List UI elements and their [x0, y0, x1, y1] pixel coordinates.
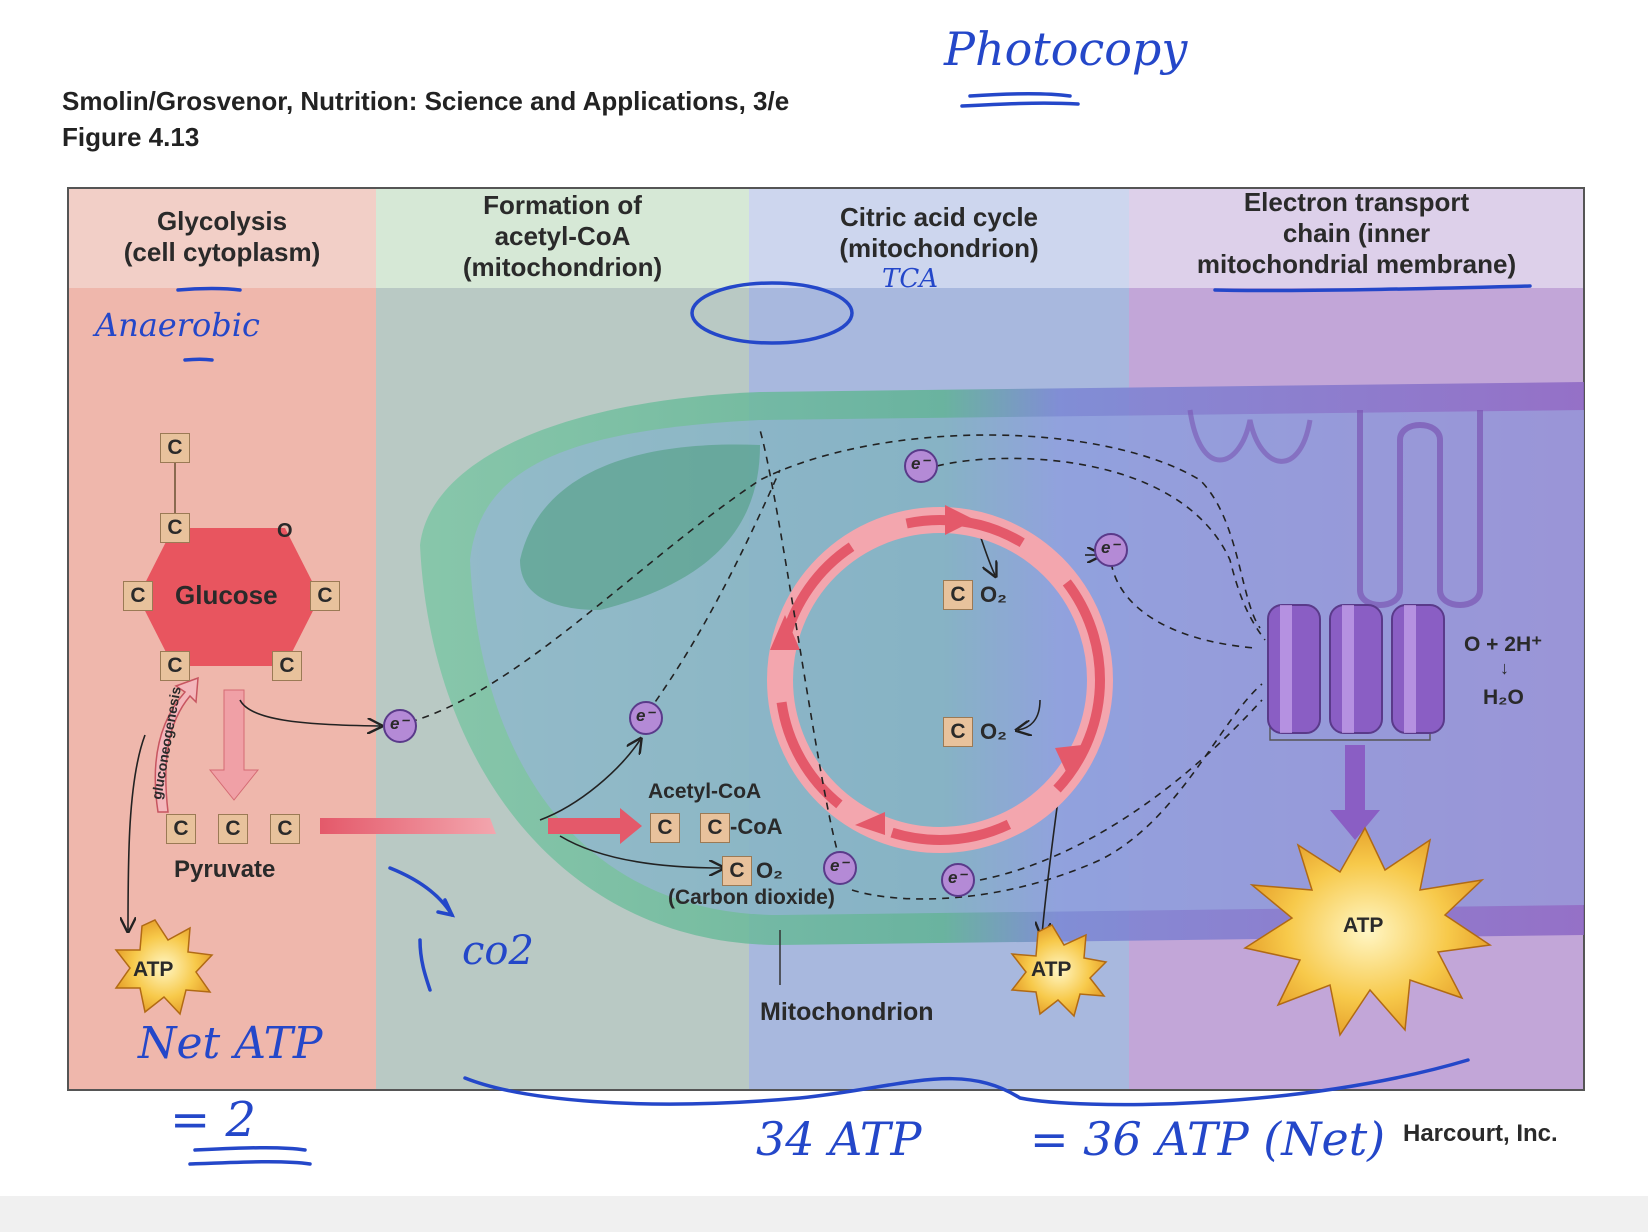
electrons [383, 449, 1128, 897]
atp-burst-etc [1243, 826, 1493, 1037]
carbon-box: C [700, 813, 730, 843]
carbon-box: C [943, 580, 973, 610]
pyruvate-to-acetyl-arrow [320, 818, 496, 834]
handwritten-anaerobic: Anaerobic [95, 306, 260, 344]
book-title: Smolin/Grosvenor, Nutrition: Science and… [62, 86, 790, 116]
etc-complexes [1267, 604, 1445, 734]
glucose-hexagon [138, 528, 320, 666]
etc-title: Electron transport chain (inner mitochon… [1196, 187, 1517, 279]
gluconeogenesis-arrow [154, 676, 199, 813]
carbon-box: C [123, 581, 153, 611]
glycolysis-panel-body [68, 288, 376, 1090]
ring-arrowhead-left [770, 615, 800, 650]
mitochondrion-cavity [520, 444, 760, 610]
handwritten-34-atp: 34 ATP [756, 1112, 922, 1166]
ring-arrowhead-top [945, 505, 975, 535]
atp-label: ATP [1343, 914, 1384, 937]
carbon-box: C [218, 814, 248, 844]
atp-label: ATP [133, 958, 174, 981]
oxygen-hydrogen-label: O + 2H⁺ [1464, 633, 1543, 656]
acetyl-coa-title: Formation of acetyl-CoA (mitochondrion) [462, 190, 663, 282]
figure-number: Figure 4.13 [62, 122, 200, 152]
coa-label: -CoA [730, 814, 783, 839]
carbon-box: C [166, 814, 196, 844]
mitochondrion-inner [470, 410, 1584, 915]
citric-acid-title: Citric acid cycle (mitochondrion) [839, 202, 1039, 263]
page-shadow [0, 1196, 1648, 1232]
etc-down-arrow [1330, 745, 1380, 840]
atp-burst-citric [1010, 924, 1108, 1018]
handwritten-equals-2: = 2 [170, 1092, 257, 1148]
o2-label: O₂ [756, 858, 783, 883]
glucose-label: Glucose [175, 580, 278, 610]
oxygen-label: O [277, 520, 293, 542]
carbon-box: C [722, 856, 752, 886]
electron-label: e⁻ [1101, 538, 1120, 557]
carbon-box: C [272, 651, 302, 681]
electron-label: e⁻ [948, 868, 967, 887]
handwritten-co2: co2 [462, 928, 534, 974]
mitochondrion-label: Mitochondrion [760, 998, 934, 1026]
glucose-to-pyruvate-arrow [208, 689, 260, 801]
handwritten-net-atp: Net ATP [138, 1018, 323, 1069]
carbon-box: C [650, 813, 680, 843]
carbon-box: C [160, 651, 190, 681]
pyruvate-label: Pyruvate [174, 856, 276, 883]
ring-arrowhead-bottom [855, 812, 885, 835]
acetyl-coa-label: Acetyl-CoA [648, 780, 762, 803]
handwritten-36-atp: = 36 ATP (Net) [1030, 1112, 1386, 1166]
cristae-fold-2 [1187, 409, 1313, 464]
glycolysis-title: Glycolysis (cell cytoplasm) [123, 206, 321, 267]
acetyl-entry-arrow [548, 808, 642, 844]
down-arrow-glyph: ↓ [1500, 658, 1509, 678]
carbon-box: C [160, 513, 190, 543]
atp-burst-glycolysis [114, 919, 214, 1016]
handwritten-tca: TCA [882, 264, 939, 294]
atp-label: ATP [1031, 958, 1072, 981]
carbon-box: C [943, 717, 973, 747]
electron-label: e⁻ [911, 454, 930, 473]
carbon-box: C [160, 433, 190, 463]
ring-arrowhead-right [1055, 745, 1082, 780]
publisher-label: Harcourt, Inc. [1403, 1120, 1558, 1147]
water-label: H₂O [1483, 686, 1524, 709]
electron-label: e⁻ [636, 706, 655, 725]
carbon-box: C [270, 814, 300, 844]
cristae-fold-1 [1357, 410, 1483, 608]
electron-label: e⁻ [390, 714, 409, 733]
o2-label: O₂ [980, 582, 1007, 607]
handwritten-photocopy: Photocopy [944, 22, 1188, 76]
carbon-box: C [310, 581, 340, 611]
o2-label: O₂ [980, 719, 1007, 744]
electron-label: e⁻ [830, 856, 849, 875]
carbon-dioxide-label: (Carbon dioxide) [668, 886, 835, 909]
